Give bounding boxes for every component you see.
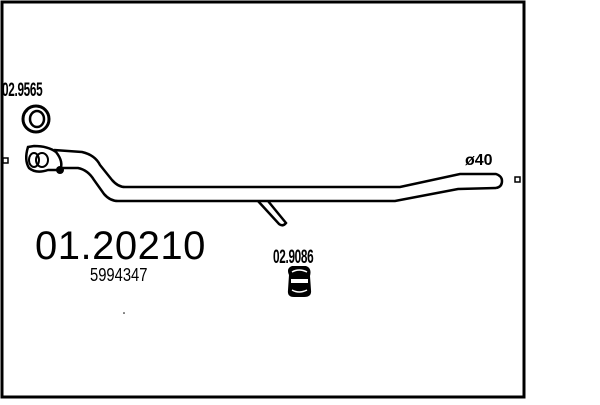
stray-dot — [123, 312, 125, 314]
pipe-upper-contour — [53, 148, 504, 190]
rubber-hanger-icon — [287, 266, 312, 297]
hanger-bracket — [257, 200, 288, 227]
flange-icon — [25, 144, 64, 174]
part-number: 01.20210 — [35, 224, 206, 268]
frame-border — [0, 0, 526, 399]
hanger-part-label: 02.9086 — [273, 247, 314, 268]
oe-number: 5994347 — [90, 265, 148, 285]
pipe-lower-contour — [62, 166, 497, 203]
left-end-marker — [2, 157, 9, 164]
gasket-part-label: 02.9565 — [2, 80, 43, 101]
diameter-label: ø40 — [465, 152, 493, 169]
ring-gasket-icon — [21, 104, 51, 134]
right-end-marker — [514, 176, 521, 183]
